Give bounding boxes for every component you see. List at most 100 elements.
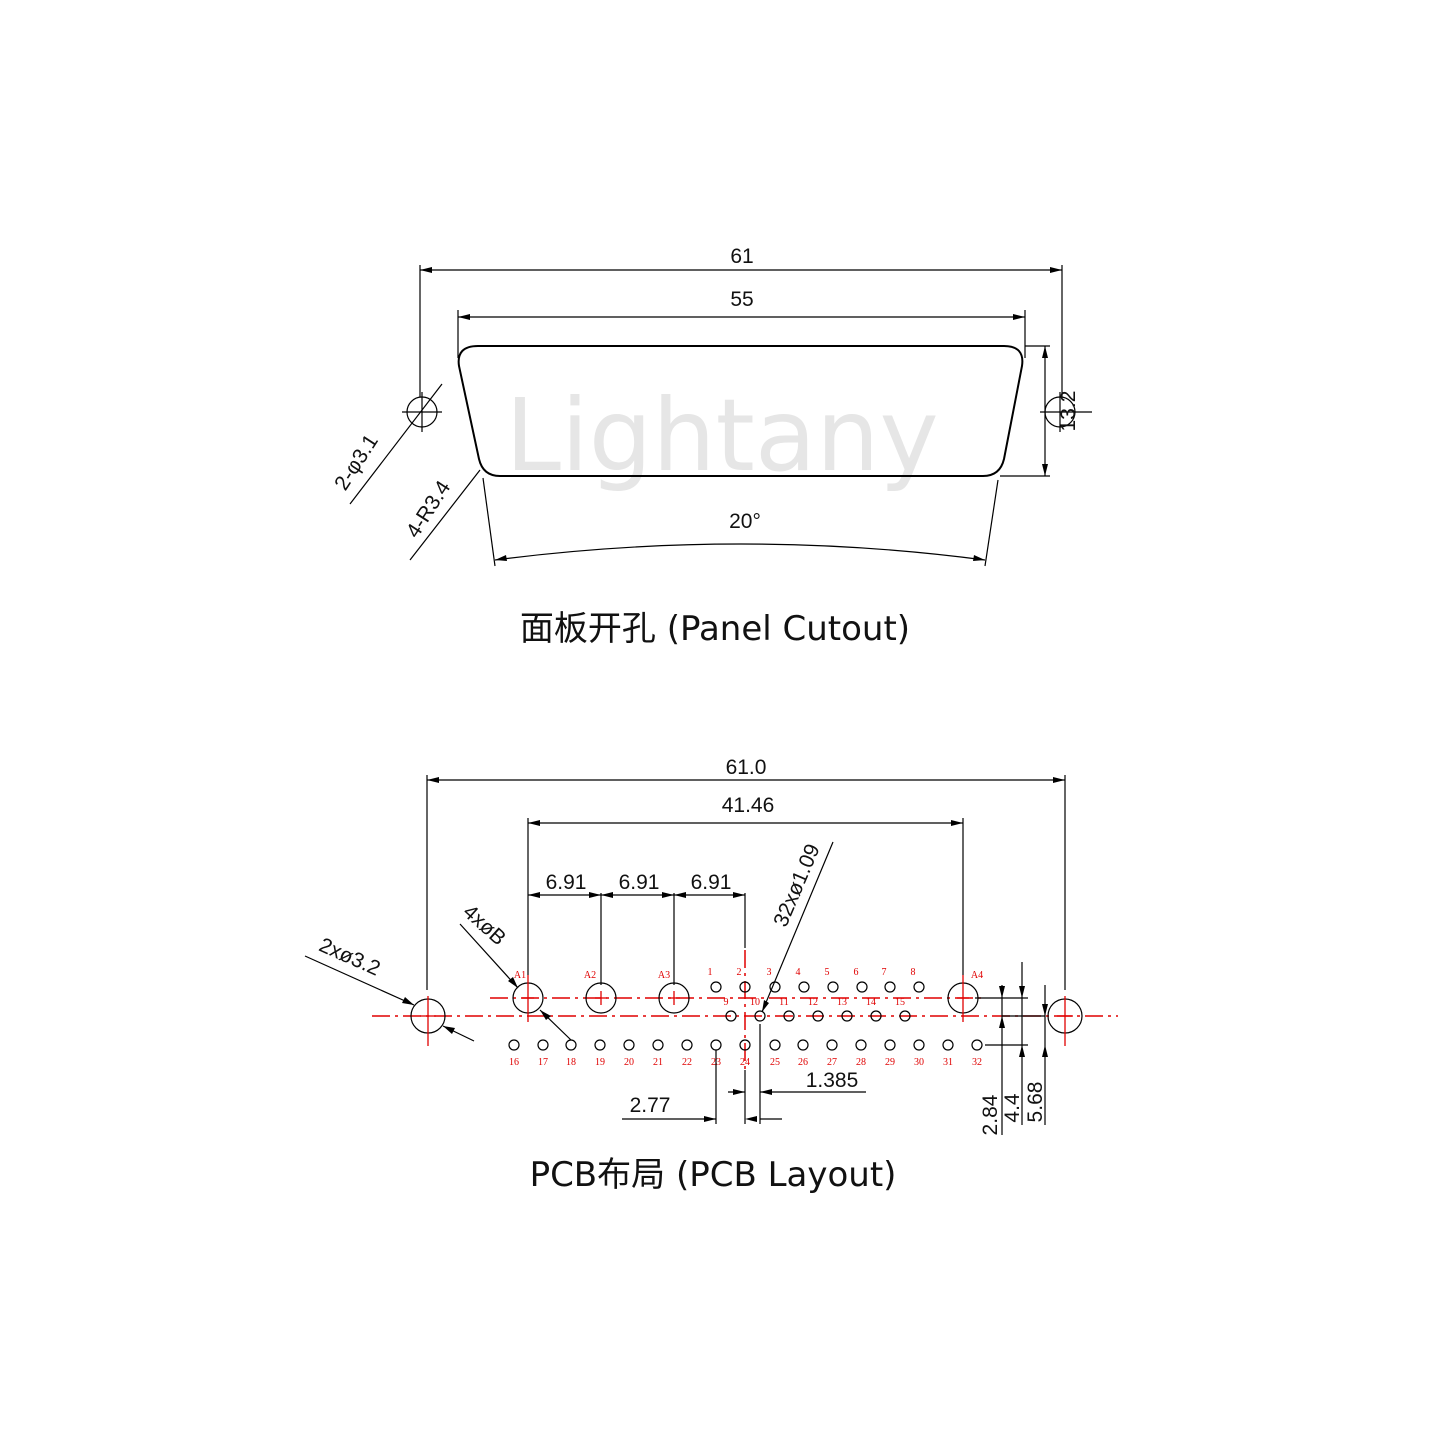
- pcb-pin-8: [913, 981, 925, 993]
- pcb-pin-label-29: 29: [885, 1057, 895, 1068]
- pcb-pin-label-17: 17: [538, 1057, 548, 1068]
- pcb-pin-5: [827, 981, 839, 993]
- pcb-mount-hole-leader: [304, 955, 415, 1006]
- panel-dim-height: 13.2: [1057, 391, 1080, 432]
- pcb-pin-15: [899, 1010, 911, 1022]
- pcb-pin-20: [623, 1039, 635, 1051]
- pcb-pin-label-32: 32: [972, 1057, 982, 1068]
- pcb-dim-pitch-2: 6.91: [619, 871, 660, 894]
- pcb-pin-label-10: 10: [750, 997, 760, 1008]
- pcb-pin-label-19: 19: [595, 1057, 605, 1068]
- pcb-pin-7: [884, 981, 896, 993]
- pcb-pin-label-9: 9: [724, 997, 729, 1008]
- pcb-pin-label-26: 26: [798, 1057, 808, 1068]
- pcb-caption: PCB布局 (PCB Layout): [530, 1155, 897, 1195]
- pcb-pin-label-22: 22: [682, 1057, 692, 1068]
- pcb-pin-label-21: 21: [653, 1057, 663, 1068]
- pcb-pin-label-18: 18: [566, 1057, 576, 1068]
- pcb-pin-31: [942, 1039, 954, 1051]
- panel-dim-hole-dia: 2-φ3.1: [330, 430, 383, 494]
- pcb-pin-10: [754, 1010, 766, 1022]
- pcb-pin-label-31: 31: [943, 1057, 953, 1068]
- pcb-pin-22: [681, 1039, 693, 1051]
- pcb-pin-13: [841, 1010, 853, 1022]
- pcb-pin-4: [798, 981, 810, 993]
- panel-cutout-view: 61 55 13.2 2-φ3.1 4-R3.4 20° 面板开孔 (Panel…: [330, 245, 1092, 649]
- pcb-dim-row-pitch: 2.77: [630, 1094, 671, 1117]
- pcb-dim-v1: 2.84: [979, 1094, 1002, 1135]
- panel-hole-leader: [349, 383, 443, 505]
- pcb-dim-v3: 5.68: [1024, 1082, 1047, 1123]
- pcb-pin-label-14: 14: [866, 997, 876, 1008]
- pcb-pin-label-6: 6: [854, 967, 859, 978]
- pcb-label-a3: A3: [658, 970, 670, 981]
- pcb-pin-label-24: 24: [740, 1057, 750, 1068]
- pcb-dim-pitch-3: 6.91: [691, 871, 732, 894]
- pcb-pin-16: [508, 1039, 520, 1051]
- pcb-pin-label-3: 3: [767, 967, 772, 978]
- pcb-dim-total: 61.0: [726, 756, 767, 779]
- pcb-pin-27: [826, 1039, 838, 1051]
- pcb-dim-coax-holes: 4xøB: [458, 900, 510, 950]
- pcb-pin-label-15: 15: [895, 997, 905, 1008]
- pcb-pin-label-1: 1: [708, 967, 713, 978]
- pcb-pin-label-30: 30: [914, 1057, 924, 1068]
- pcb-pin-6: [856, 981, 868, 993]
- panel-hole-right: [1040, 392, 1092, 432]
- pcb-coax-a4: [947, 975, 979, 1022]
- pcb-dim-mount-holes: 2xø3.2: [316, 933, 384, 980]
- pcb-pin-label-25: 25: [770, 1057, 780, 1068]
- pcb-pin-2: [739, 981, 751, 993]
- pcb-label-a2: A2: [584, 970, 596, 981]
- pcb-pin-label-28: 28: [856, 1057, 866, 1068]
- panel-caption: 面板开孔 (Panel Cutout): [520, 609, 910, 649]
- pcb-coax-a1: [512, 975, 544, 1022]
- pcb-pin-label-2: 2: [737, 967, 742, 978]
- pcb-pin-18: [565, 1039, 577, 1051]
- pcb-pin-26: [797, 1039, 809, 1051]
- pcb-pin-label-11: 11: [779, 997, 789, 1008]
- panel-dim-corner-radius: 4-R3.4: [402, 476, 456, 542]
- pcb-dim-half-pitch: 1.385: [806, 1069, 859, 1092]
- watermark: Lightany: [505, 377, 938, 494]
- pcb-pin-label-4: 4: [796, 967, 801, 978]
- pcb-pin-label-13: 13: [837, 997, 847, 1008]
- pcb-pin-11: [783, 1010, 795, 1022]
- pcb-coax-leader: [459, 923, 519, 989]
- pcb-pin-25: [769, 1039, 781, 1051]
- pcb-label-a4: A4: [971, 970, 983, 981]
- pcb-pin-label-20: 20: [624, 1057, 634, 1068]
- pcb-mount-hole-left: [410, 996, 446, 1046]
- pcb-pin-30: [913, 1039, 925, 1051]
- pcb-pin-1: [710, 981, 722, 993]
- panel-dim-width-total: 61: [730, 245, 753, 268]
- pcb-pin-17: [537, 1039, 549, 1051]
- pcb-pin-21: [652, 1039, 664, 1051]
- pcb-pin-14: [870, 1010, 882, 1022]
- pcb-pin-19: [594, 1039, 606, 1051]
- panel-dim-angle: 20°: [729, 510, 761, 533]
- pcb-pin-label-8: 8: [911, 967, 916, 978]
- pcb-pin-label-16: 16: [509, 1057, 519, 1068]
- pcb-pin-12: [812, 1010, 824, 1022]
- pcb-dim-signal-holes: 32xø1.09: [769, 841, 824, 931]
- panel-angle-arc: [494, 543, 986, 561]
- pcb-pin-32: [971, 1039, 983, 1051]
- pcb-mount-hole-right: [1047, 996, 1083, 1046]
- pcb-dim-pitch-1: 6.91: [546, 871, 587, 894]
- panel-radius-leader: [409, 469, 481, 561]
- pcb-signal-leader: [761, 841, 834, 1013]
- panel-cutout-outline: [457, 345, 1024, 477]
- panel-dim-width-inner: 55: [730, 288, 753, 311]
- pcb-pin-row-2: 9 10 11 12 13 14 15: [724, 997, 911, 1022]
- pcb-dim-mount-spacing: 41.46: [722, 794, 775, 817]
- pcb-pin-9: [725, 1010, 737, 1022]
- pcb-pin-23: [710, 1039, 722, 1051]
- pcb-pin-label-12: 12: [808, 997, 818, 1008]
- pcb-pin-label-5: 5: [825, 967, 830, 978]
- panel-hole-left: [402, 392, 442, 432]
- pcb-label-a1: A1: [514, 970, 526, 981]
